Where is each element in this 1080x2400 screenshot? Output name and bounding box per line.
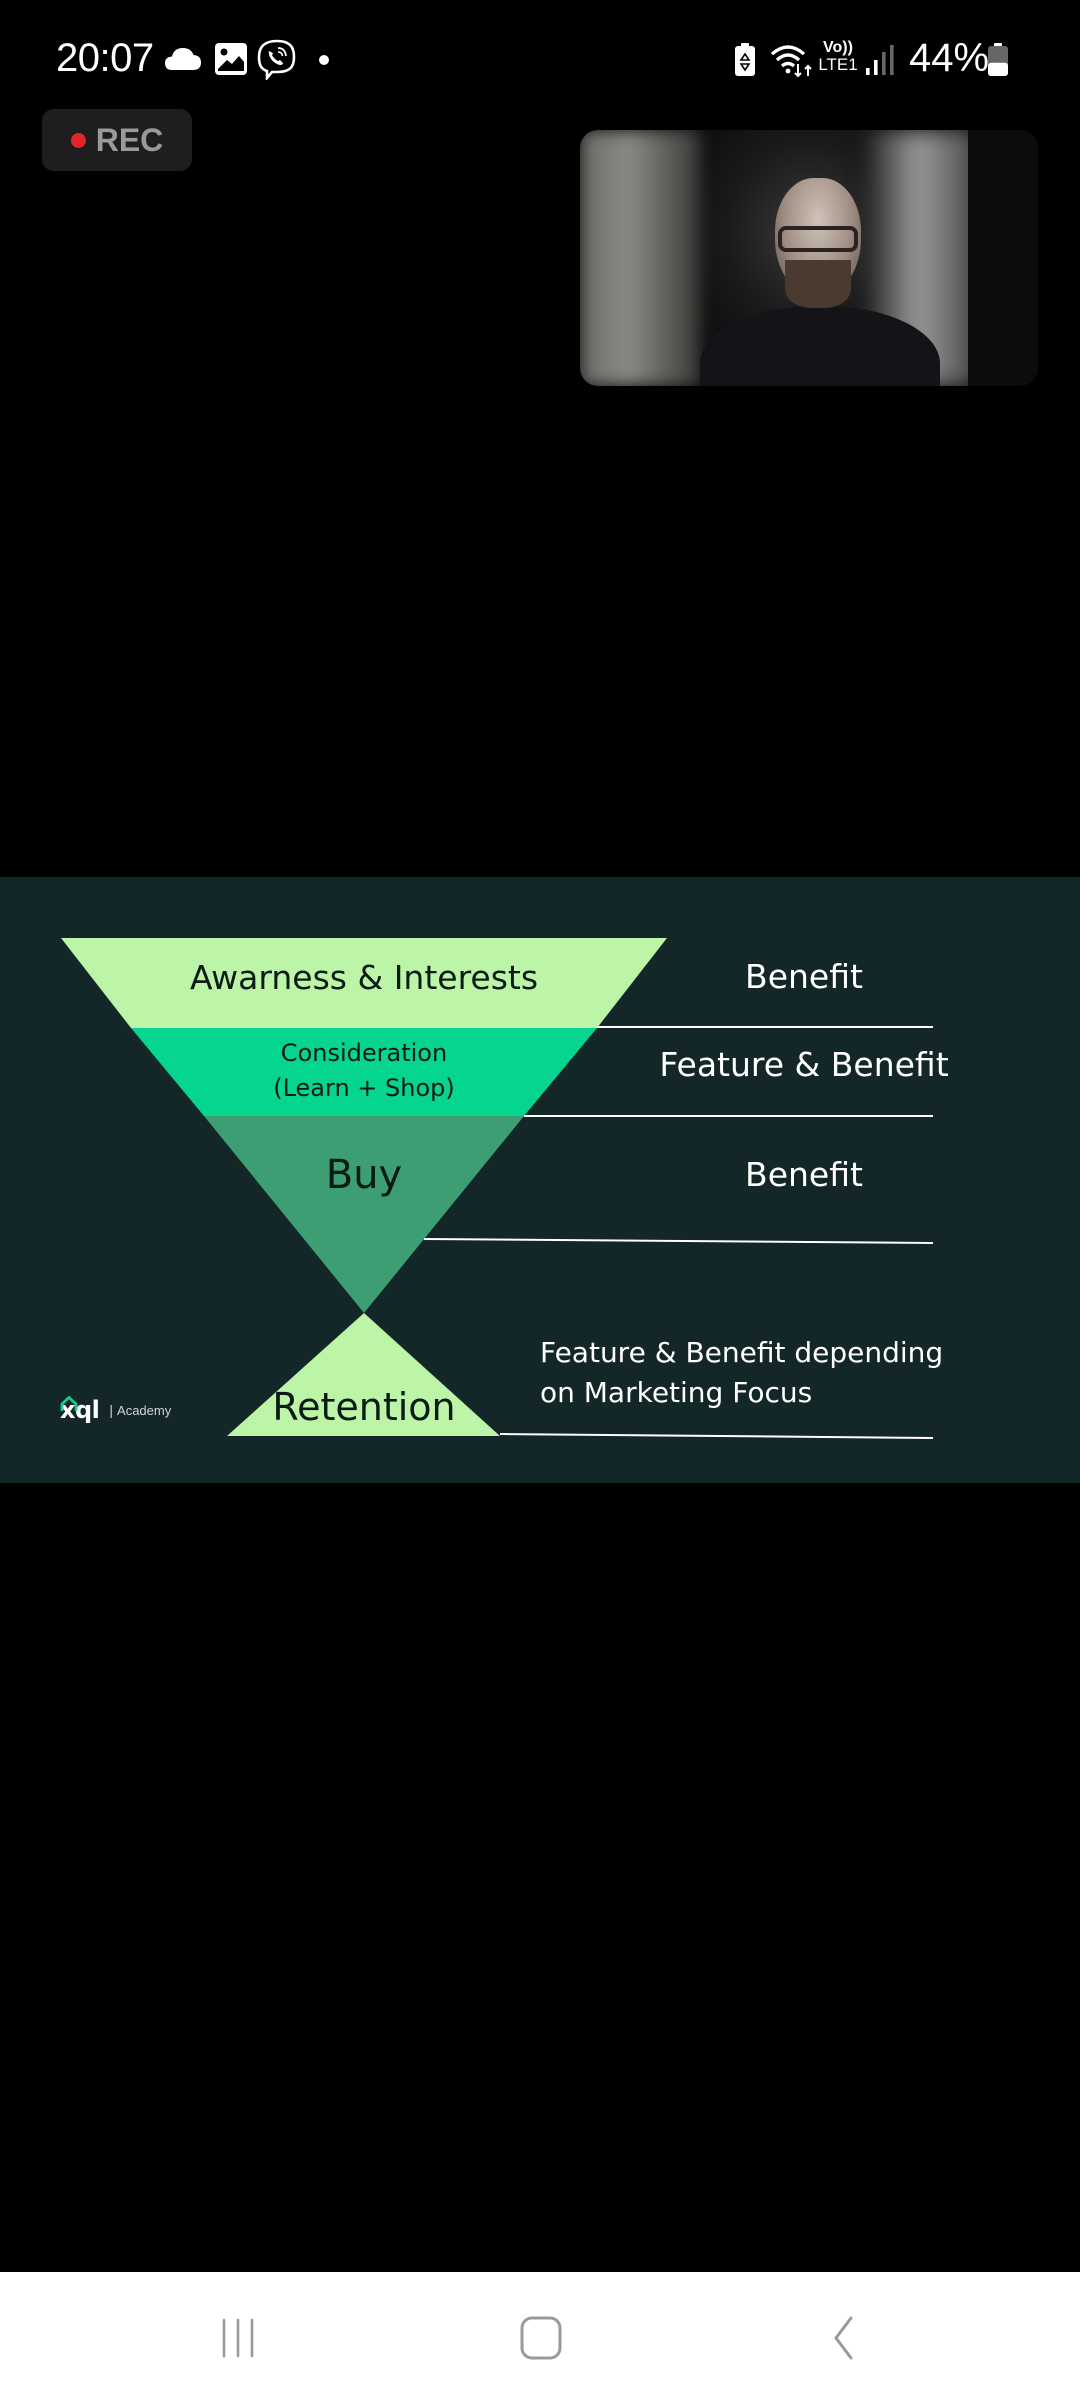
side-label-buy: Benefit	[745, 1155, 863, 1194]
battery-percent: 44%	[909, 36, 990, 80]
cloud-icon	[165, 48, 201, 70]
funnel-label-retention: Retention	[272, 1385, 456, 1429]
battery-icon	[988, 43, 1008, 76]
rec-label: REC	[95, 121, 164, 158]
back-chevron-icon	[834, 2316, 853, 2360]
side-label-awareness: Benefit	[745, 957, 863, 996]
wifi-icon	[770, 45, 812, 78]
divider-line-4	[499, 1433, 934, 1439]
participant-body	[700, 306, 940, 386]
side-label-retention: Feature & Benefit depending on Marketing…	[540, 1336, 944, 1409]
recent-apps-button[interactable]	[178, 2300, 298, 2376]
retention-triangle	[227, 1313, 500, 1436]
signal-bars-icon	[866, 45, 894, 75]
home-icon	[520, 2316, 562, 2360]
shared-slide: Awarness & Interests Consideration (Lear…	[0, 877, 1080, 1483]
status-bar: 20:07 Vo)) LTE1	[0, 0, 1080, 120]
navigation-bar	[0, 2272, 1080, 2400]
funnel-label-awareness: Awarness & Interests	[189, 958, 539, 997]
logo-suffix: Academy	[117, 1402, 172, 1418]
notification-dot-icon	[319, 55, 329, 65]
back-button[interactable]	[783, 2300, 903, 2376]
home-button[interactable]	[481, 2300, 601, 2376]
self-video-preview[interactable]	[580, 130, 1038, 386]
participant-glasses	[778, 226, 858, 252]
xql-house-icon	[60, 1396, 78, 1411]
gallery-image-icon	[215, 43, 247, 75]
xql-academy-logo: xql | Academy	[60, 1396, 171, 1424]
viber-call-icon	[257, 39, 296, 80]
funnel-band-consideration	[131, 1028, 597, 1116]
battery-saver-icon	[735, 43, 755, 76]
recent-apps-icon	[222, 2318, 254, 2358]
record-dot-icon	[70, 132, 86, 148]
funnel-band-buy	[204, 1116, 524, 1313]
logo-separator: |	[109, 1402, 114, 1418]
recording-indicator[interactable]: REC	[42, 109, 192, 171]
funnel-band-awareness	[61, 938, 667, 1028]
side-label-consideration: Feature & Benefit	[659, 1045, 949, 1084]
volte-lte1-icon: Vo)) LTE1	[818, 39, 858, 74]
funnel-label-consideration: Consideration (Learn + Shop)	[273, 1039, 455, 1102]
divider-line-3	[423, 1238, 934, 1244]
funnel-diagram	[61, 938, 934, 1439]
funnel-label-buy: Buy	[325, 1152, 403, 1198]
clock: 20:07	[56, 36, 154, 80]
